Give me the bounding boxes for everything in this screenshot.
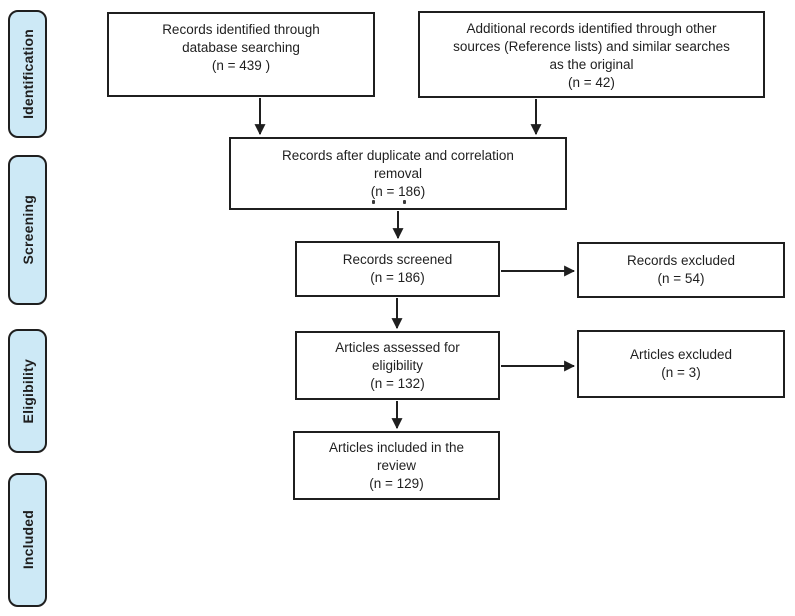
- node-text-records-identified-database: Records identified through database sear…: [162, 22, 320, 73]
- node-additional-records-other-sources: Additional records identified through ot…: [418, 11, 765, 98]
- node-text-articles-assessed-eligibility: Articles assessed for eligibility (n = 1…: [335, 339, 460, 391]
- node-records-excluded: Records excluded (n = 54): [577, 242, 785, 298]
- node-text-additional-records-other-sources: Additional records identified through ot…: [453, 21, 730, 90]
- node-text-articles-included-review: Articles included in the review (n = 129…: [328, 439, 465, 491]
- clipped-text-mark: [403, 200, 406, 204]
- node-articles-excluded: Articles excluded (n = 3): [577, 330, 785, 398]
- stage-eligibility: Eligibility: [8, 329, 47, 453]
- stage-label-included: Included: [19, 510, 36, 570]
- clipped-text-mark: [372, 200, 375, 204]
- stage-included: Included: [8, 473, 47, 607]
- node-records-after-duplicate-removal: Records after duplicate and correlation …: [229, 137, 567, 210]
- stage-label-eligibility: Eligibility: [19, 358, 36, 424]
- node-articles-assessed-eligibility: Articles assessed for eligibility (n = 1…: [295, 331, 500, 400]
- stage-screening: Screening: [8, 155, 47, 305]
- node-text-articles-excluded: Articles excluded (n = 3): [629, 347, 733, 380]
- node-text-records-after-duplicate-removal: Records after duplicate and correlation …: [282, 147, 514, 199]
- node-text-records-screened: Records screened (n = 186): [342, 252, 453, 285]
- stage-identification: Identification: [8, 10, 47, 138]
- node-text-records-excluded: Records excluded (n = 54): [626, 253, 736, 286]
- stage-label-screening: Screening: [19, 195, 36, 265]
- node-records-screened: Records screened (n = 186): [295, 241, 500, 297]
- node-records-identified-database: Records identified through database sear…: [107, 12, 375, 97]
- node-articles-included-review: Articles included in the review (n = 129…: [293, 431, 500, 500]
- stage-label-identification: Identification: [19, 29, 36, 119]
